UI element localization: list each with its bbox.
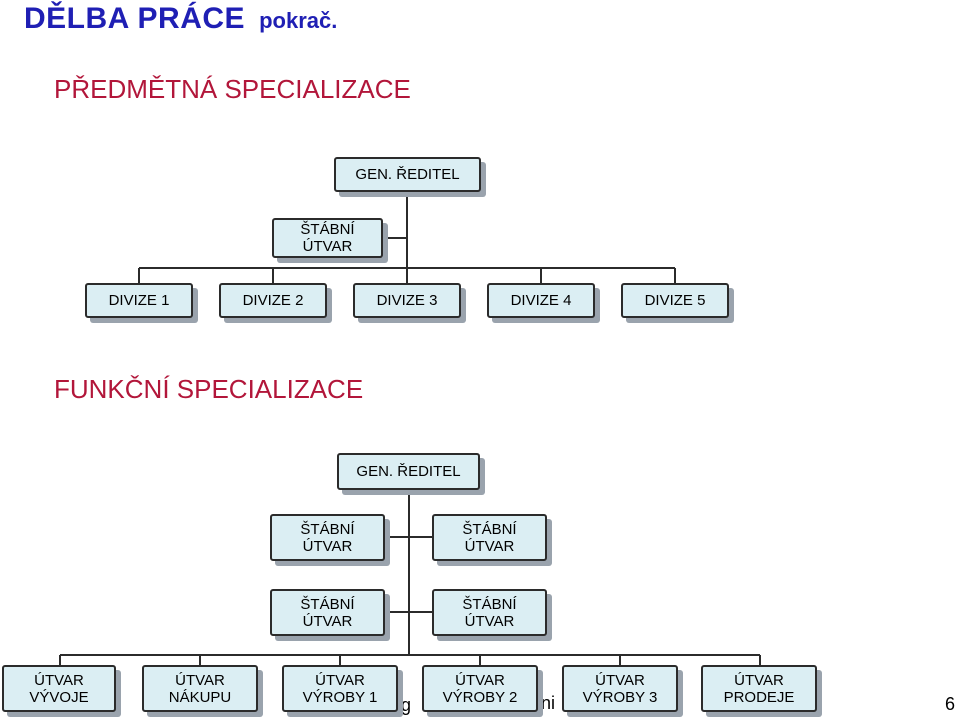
page-title: DĚLBA PRÁCE pokrač.	[24, 2, 337, 36]
footer-text-fragment-2: ni	[541, 693, 556, 713]
staff-unit-box-4: ŠTÁBNÍ ÚTVAR	[432, 589, 547, 636]
section-title-functional-specialization: FUNKČNÍ SPECIALIZACE	[54, 374, 364, 404]
staff-unit-box: ŠTÁBNÍ ÚTVAR	[272, 218, 383, 258]
division-box-4: DIVIZE 4	[487, 283, 595, 318]
page-number: 6	[945, 694, 956, 714]
page-title-main: DĚLBA PRÁCE	[24, 2, 246, 35]
division-box-5: DIVIZE 5	[621, 283, 729, 318]
page-title-subtitle: pokrač.	[259, 8, 338, 33]
department-box-development: ÚTVAR VÝVOJE	[2, 665, 116, 712]
staff-unit-box-2: ŠTÁBNÍ ÚTVAR	[432, 514, 547, 561]
division-box-2: DIVIZE 2	[219, 283, 327, 318]
department-box-production-3: ÚTVAR VÝROBY 3	[562, 665, 678, 712]
director-box: GEN. ŘEDITEL	[334, 157, 481, 192]
section-title-subject-specialization: PŘEDMĚTNÁ SPECIALIZACE	[54, 74, 411, 104]
staff-unit-box-1: ŠTÁBNÍ ÚTVAR	[270, 514, 385, 561]
staff-unit-box-3: ŠTÁBNÍ ÚTVAR	[270, 589, 385, 636]
department-box-production-1: ÚTVAR VÝROBY 1	[282, 665, 398, 712]
division-box-1: DIVIZE 1	[85, 283, 193, 318]
department-box-purchasing: ÚTVAR NÁKUPU	[142, 665, 258, 712]
director-box-functional: GEN. ŘEDITEL	[337, 453, 480, 490]
footer-text-fragment-1: g	[401, 695, 412, 715]
department-box-production-2: ÚTVAR VÝROBY 2	[422, 665, 538, 712]
department-box-sales: ÚTVAR PRODEJE	[701, 665, 817, 712]
division-box-3: DIVIZE 3	[353, 283, 461, 318]
